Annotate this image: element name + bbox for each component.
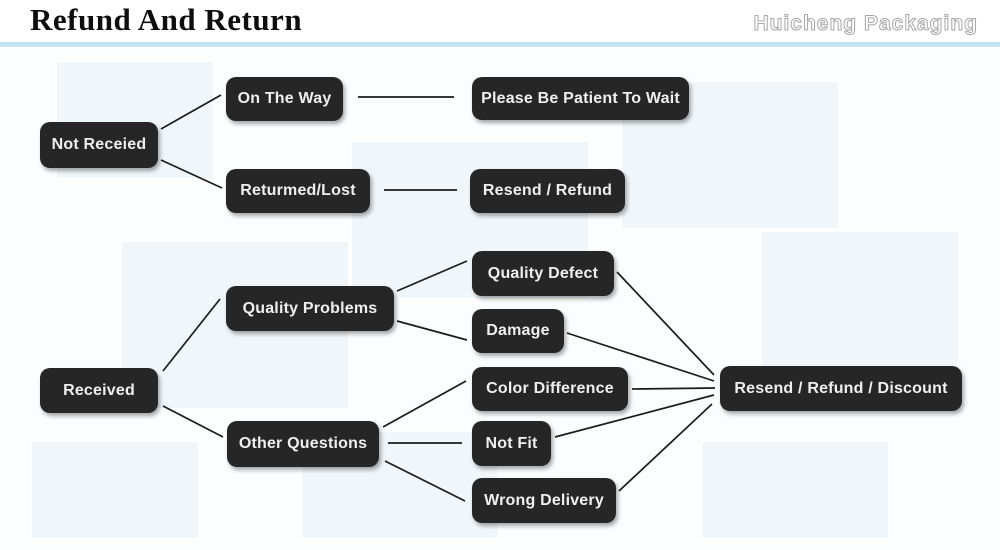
- header-bar: Refund And Return Huicheng Packaging: [0, 0, 1000, 42]
- brand-logo-text: Huicheng Packaging: [753, 12, 978, 36]
- node-quality-defect: Quality Defect: [472, 251, 614, 296]
- edge-received-other-questions: [162, 405, 224, 438]
- node-resend-refund-discount: Resend / Refund / Discount: [720, 366, 962, 411]
- node-quality-problems: Quality Problems: [226, 286, 394, 331]
- edge-not-received-returned-lost: [160, 159, 223, 189]
- node-color-difference: Color Difference: [472, 367, 628, 411]
- edge-damage-discount: [566, 332, 715, 382]
- edge-quality-defect-discount: [616, 271, 715, 376]
- node-please-be-patient: Please Be Patient To Wait: [472, 77, 689, 120]
- node-received: Received: [40, 368, 158, 413]
- edge-other-questions-color-difference: [382, 380, 467, 428]
- node-not-received: Not Receied: [40, 122, 158, 168]
- edge-received-quality-problems: [162, 298, 221, 372]
- node-other-questions: Other Questions: [227, 421, 379, 467]
- node-resend-refund: Resend / Refund: [470, 169, 625, 213]
- node-returned-lost: Returmed/Lost: [226, 169, 370, 213]
- edge-quality-problems-quality-defect: [396, 260, 468, 292]
- node-not-fit: Not Fit: [472, 421, 551, 466]
- header-divider: [0, 42, 1000, 47]
- edge-not-received-on-the-way: [160, 94, 222, 130]
- edge-quality-problems-damage: [396, 320, 468, 341]
- node-wrong-delivery: Wrong Delivery: [472, 478, 616, 523]
- node-damage: Damage: [472, 309, 564, 353]
- edge-other-questions-wrong-delivery: [384, 460, 466, 502]
- edge-wrong-delivery-discount: [618, 403, 713, 492]
- page-title: Refund And Return: [30, 2, 303, 37]
- node-on-the-way: On The Way: [226, 77, 343, 121]
- edge-not-fit-discount: [554, 394, 715, 438]
- edge-color-difference-discount: [631, 387, 716, 390]
